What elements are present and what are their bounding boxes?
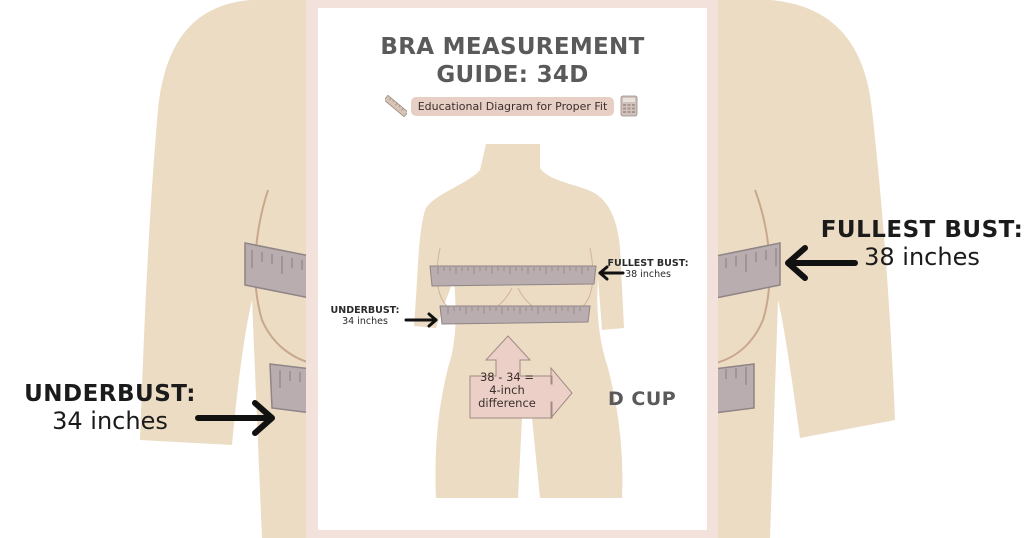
bg-fullest-bust-label: FULLEST BUST: 38 inches <box>812 217 1024 271</box>
title-line-2: GUIDE: 34D <box>436 62 589 88</box>
bg-fullest-bust-value: 38 inches <box>864 242 980 271</box>
page-title: BRA MEASUREMENT GUIDE: 34D <box>318 33 707 89</box>
calculation-arrow-shape <box>469 335 573 420</box>
ruler-icon <box>384 95 407 117</box>
bg-right-arm <box>712 0 895 538</box>
subtitle-pill: Educational Diagram for Proper Fit <box>410 96 615 116</box>
bg-underbust-heading: UNDERBUST: <box>24 381 196 407</box>
bg-underbust-arrow <box>195 400 275 436</box>
calc-line-3: difference <box>478 396 536 410</box>
underbust-arrow <box>404 312 438 328</box>
underbust-tape <box>439 305 591 325</box>
calculator-icon <box>620 95 638 117</box>
bg-fullest-bust-arrow <box>785 245 858 281</box>
calc-line-2: 4-inch <box>489 383 525 397</box>
bg-left-tape-bust <box>244 242 321 301</box>
fullest-bust-heading: FULLEST BUST: <box>607 258 689 269</box>
fullest-bust-value: 38 inches <box>625 269 671 280</box>
fullest-bust-tape <box>429 265 597 287</box>
underbust-label: UNDERBUST: 34 inches <box>320 305 410 327</box>
underbust-heading: UNDERBUST: <box>330 305 400 316</box>
calculation-text: 38 - 34 = 4-inch difference <box>470 371 544 410</box>
subtitle-row: Educational Diagram for Proper Fit <box>318 95 707 117</box>
bg-underbust-label: UNDERBUST: 34 inches <box>10 381 210 435</box>
cup-size-result: D CUP <box>608 388 677 410</box>
fullest-bust-arrow <box>598 265 625 281</box>
bg-fullest-bust-heading: FULLEST BUST: <box>820 217 1024 243</box>
title-line-1: BRA MEASUREMENT <box>380 34 645 60</box>
body-diagram <box>404 144 625 498</box>
measurement-card: BRA MEASUREMENT GUIDE: 34D Educational D… <box>318 8 707 530</box>
calc-line-1: 38 - 34 = <box>479 370 535 384</box>
bg-underbust-value: 34 inches <box>52 406 168 435</box>
underbust-value: 34 inches <box>342 316 388 327</box>
fullest-bust-label: FULLEST BUST: 38 inches <box>598 258 698 280</box>
